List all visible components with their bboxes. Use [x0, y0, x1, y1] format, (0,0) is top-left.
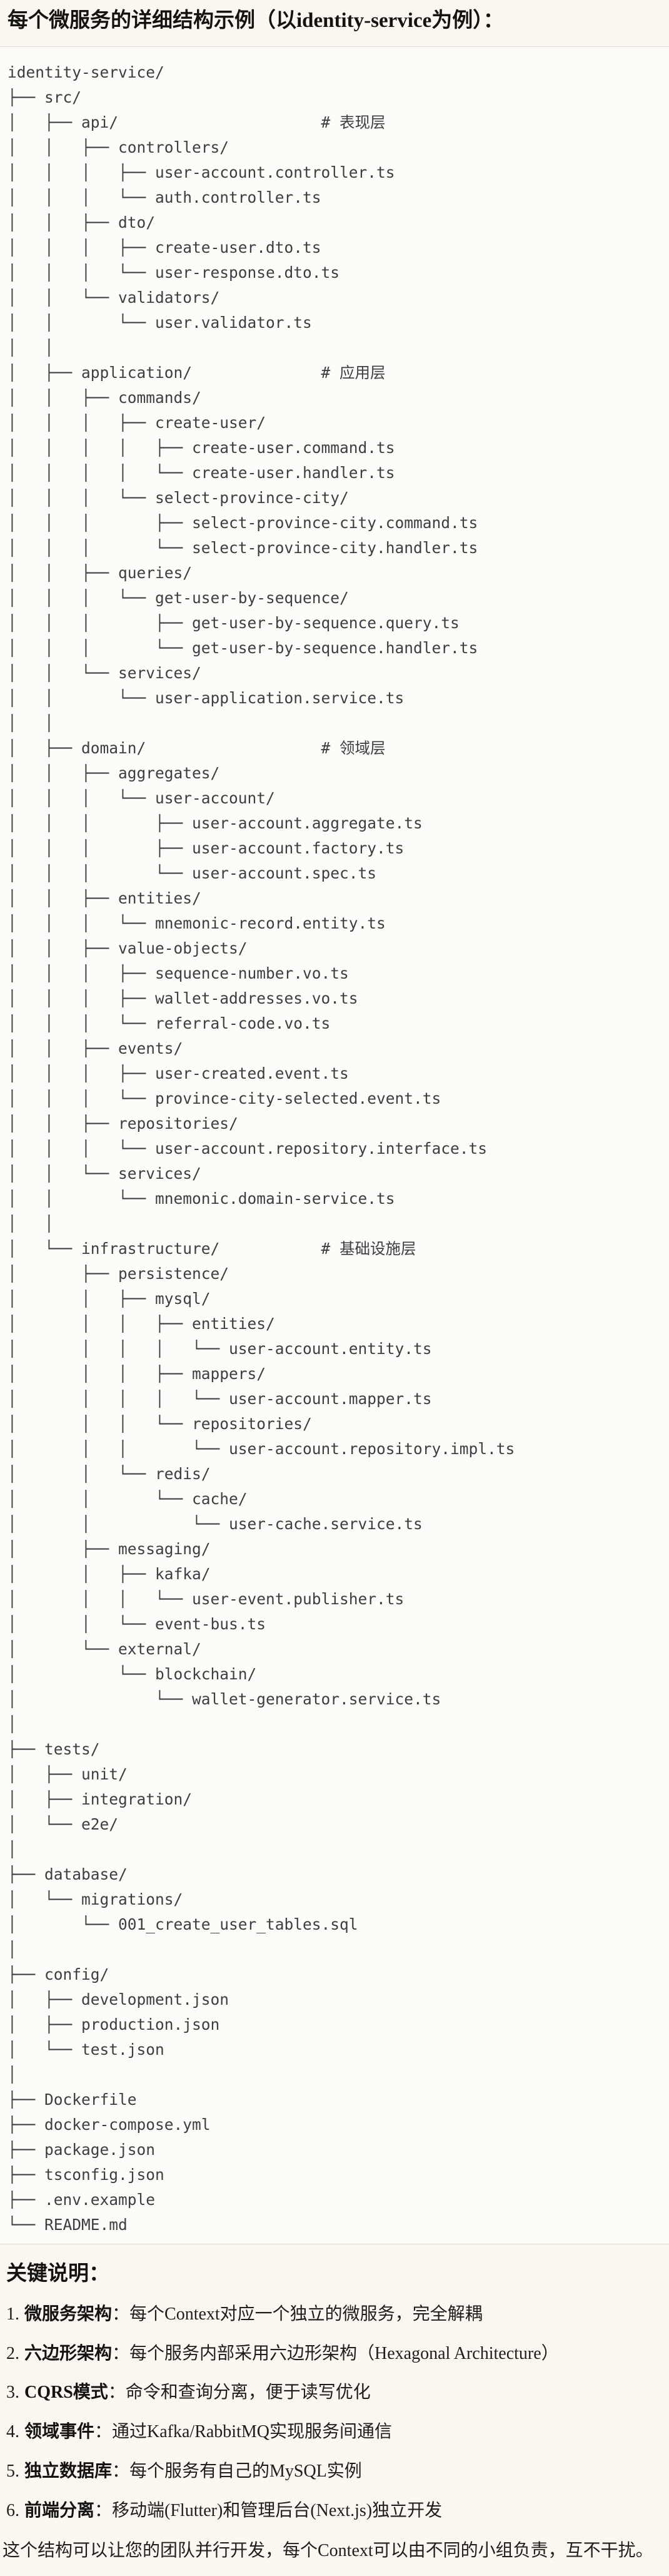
list-item: 4.领域事件：通过Kafka/RabbitMQ实现服务间通信 — [6, 2420, 663, 2444]
item-term: 微服务架构 — [24, 2304, 113, 2324]
item-number: 5. — [6, 2461, 19, 2481]
item-term: 领域事件 — [24, 2422, 95, 2442]
item-number: 1. — [6, 2304, 19, 2324]
list-item: 6.前端分离：移动端(Flutter)和管理后台(Next.js)独立开发 — [6, 2499, 663, 2523]
notes-section: 关键说明： 1.微服务架构：每个Context对应一个独立的微服务，完全解耦 2… — [0, 2261, 669, 2575]
item-desc: ：每个服务内部采用六边形架构（Hexagonal Architecture） — [112, 2343, 559, 2363]
list-item: 2.六边形架构：每个服务内部采用六边形架构（Hexagonal Architec… — [6, 2342, 663, 2366]
item-desc: ：每个服务有自己的MySQL实例 — [112, 2461, 362, 2481]
item-term: 六边形架构 — [24, 2343, 113, 2363]
list-item: 1.微服务架构：每个Context对应一个独立的微服务，完全解耦 — [6, 2303, 663, 2326]
item-term: 独立数据库 — [24, 2461, 113, 2481]
list-item: 3.CQRS模式：命令和查询分离，便于读写优化 — [6, 2381, 663, 2405]
item-desc: ：命令和查询分离，便于读写优化 — [108, 2383, 371, 2403]
notes-title: 关键说明： — [6, 2262, 109, 2285]
item-term: 前端分离 — [24, 2500, 95, 2520]
item-number: 3. — [6, 2383, 19, 2403]
footer-note: 这个结构可以让您的团队并行开发，每个Context可以由不同的小组负责，互不干扰… — [3, 2540, 653, 2560]
item-desc: ：每个Context对应一个独立的微服务，完全解耦 — [112, 2304, 483, 2324]
page-title: 每个微服务的详细结构示例（以identity-service为例）： — [8, 9, 504, 32]
item-desc: ：移动端(Flutter)和管理后台(Next.js)独立开发 — [94, 2500, 443, 2520]
item-number: 2. — [6, 2343, 19, 2363]
item-term: CQRS模式 — [24, 2383, 108, 2403]
item-desc: ：通过Kafka/RabbitMQ实现服务间通信 — [94, 2422, 392, 2442]
list-item: 5.独立数据库：每个服务有自己的MySQL实例 — [6, 2460, 663, 2483]
item-number: 6. — [6, 2500, 19, 2520]
notes-list: 1.微服务架构：每个Context对应一个独立的微服务，完全解耦 2.六边形架构… — [6, 2303, 663, 2523]
code-block: identity-service/ ├── src/ │ ├── api/ # … — [0, 46, 669, 2244]
item-number: 4. — [6, 2422, 19, 2442]
directory-tree: identity-service/ ├── src/ │ ├── api/ # … — [8, 63, 515, 2234]
